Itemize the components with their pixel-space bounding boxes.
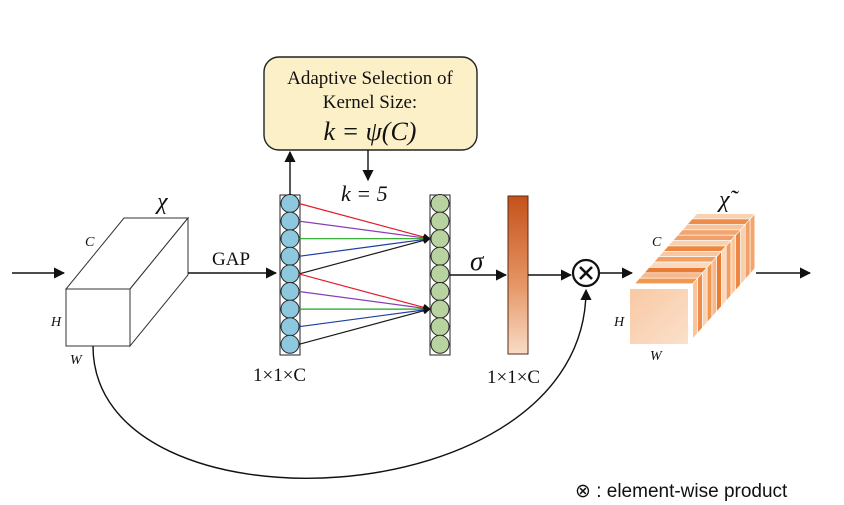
output-slice-top	[657, 251, 723, 257]
connection-line	[298, 290, 431, 312]
conv-output-node-2	[430, 211, 450, 231]
output-tensor	[630, 212, 756, 344]
conv-output-node-6	[430, 282, 450, 301]
input-symbol: χ	[155, 189, 169, 215]
output-dim-w: W	[650, 349, 663, 364]
connection-line	[298, 202, 431, 241]
conv-output-node-5	[430, 264, 450, 284]
output-slice	[716, 250, 722, 313]
conv-output-node-3	[430, 229, 450, 249]
output-slice	[749, 212, 756, 275]
input-tensor	[64, 216, 190, 348]
connection-line	[298, 220, 431, 242]
connection-line	[298, 236, 431, 275]
output-slice	[706, 261, 713, 324]
output-slice	[730, 234, 736, 297]
kernel-value-label: k = 5	[341, 181, 388, 206]
pooled-size-label: 1×1×C	[253, 365, 306, 386]
output-slice-top	[667, 240, 732, 247]
conv1d-connections	[298, 202, 431, 345]
pooled-node-9	[280, 334, 300, 354]
output-slice	[702, 266, 708, 329]
output-slice-top	[653, 256, 718, 263]
input-dim-h: H	[50, 315, 62, 330]
output-dim-c: C	[652, 235, 662, 250]
legend-text: ⊗ : element-wise product	[575, 481, 788, 502]
selection-formula: k = ψ(C)	[324, 117, 417, 146]
output-slice-top	[634, 277, 699, 284]
output-slice-top	[638, 272, 703, 279]
weights-size-label: 1×1×C	[487, 367, 540, 388]
output-slice-top	[677, 229, 742, 236]
pooled-node-5	[280, 264, 300, 284]
connection-line	[298, 273, 431, 311]
pooled-node-8	[280, 317, 300, 337]
output-slice	[744, 218, 751, 281]
pooled-node-1	[280, 194, 300, 213]
output-front-face	[630, 289, 688, 344]
output-slice	[692, 277, 698, 340]
selection-title-line1: Adaptive Selection of	[287, 68, 453, 89]
output-slice-top	[662, 245, 727, 252]
pooled-node-6	[280, 282, 300, 301]
pooled-node-4	[280, 246, 300, 266]
connection-line	[298, 307, 431, 345]
output-slice	[740, 223, 746, 286]
kernel-selection-box	[263, 56, 478, 151]
pooled-node-2	[280, 211, 300, 231]
output-slice	[721, 245, 727, 308]
output-slice-top	[691, 213, 756, 220]
product-operator-icon	[571, 258, 601, 288]
conv-output-node-7	[430, 299, 450, 319]
output-symbol: χ̃	[717, 187, 740, 213]
output-dim-h: H	[613, 315, 625, 330]
conv-output-node-9	[430, 334, 450, 354]
output-slice-top	[648, 261, 713, 268]
conv-output-node-8	[430, 317, 450, 337]
connection-line	[298, 235, 431, 257]
output-slice	[697, 272, 703, 335]
connection-line	[298, 306, 431, 328]
skip-connection-curve	[92, 288, 592, 479]
output-slice-top	[643, 267, 708, 274]
conv-output-node-1	[430, 194, 450, 213]
output-slice-top	[672, 234, 737, 241]
pooled-node-3	[280, 229, 300, 249]
gap-label: GAP	[212, 249, 250, 270]
output-slice	[735, 228, 741, 291]
output-slice-top	[686, 218, 751, 225]
output-slice	[711, 255, 717, 318]
channel-weights-bar	[507, 195, 529, 355]
input-dim-w: W	[70, 353, 83, 368]
selection-title-line2: Kernel Size:	[323, 92, 417, 113]
sigma-label: σ	[470, 246, 485, 276]
input-dim-c: C	[85, 235, 95, 250]
pooled-node-7	[280, 299, 300, 319]
output-slice-top	[681, 224, 746, 231]
output-slice	[725, 239, 732, 302]
conv-output-node-4	[430, 246, 450, 266]
